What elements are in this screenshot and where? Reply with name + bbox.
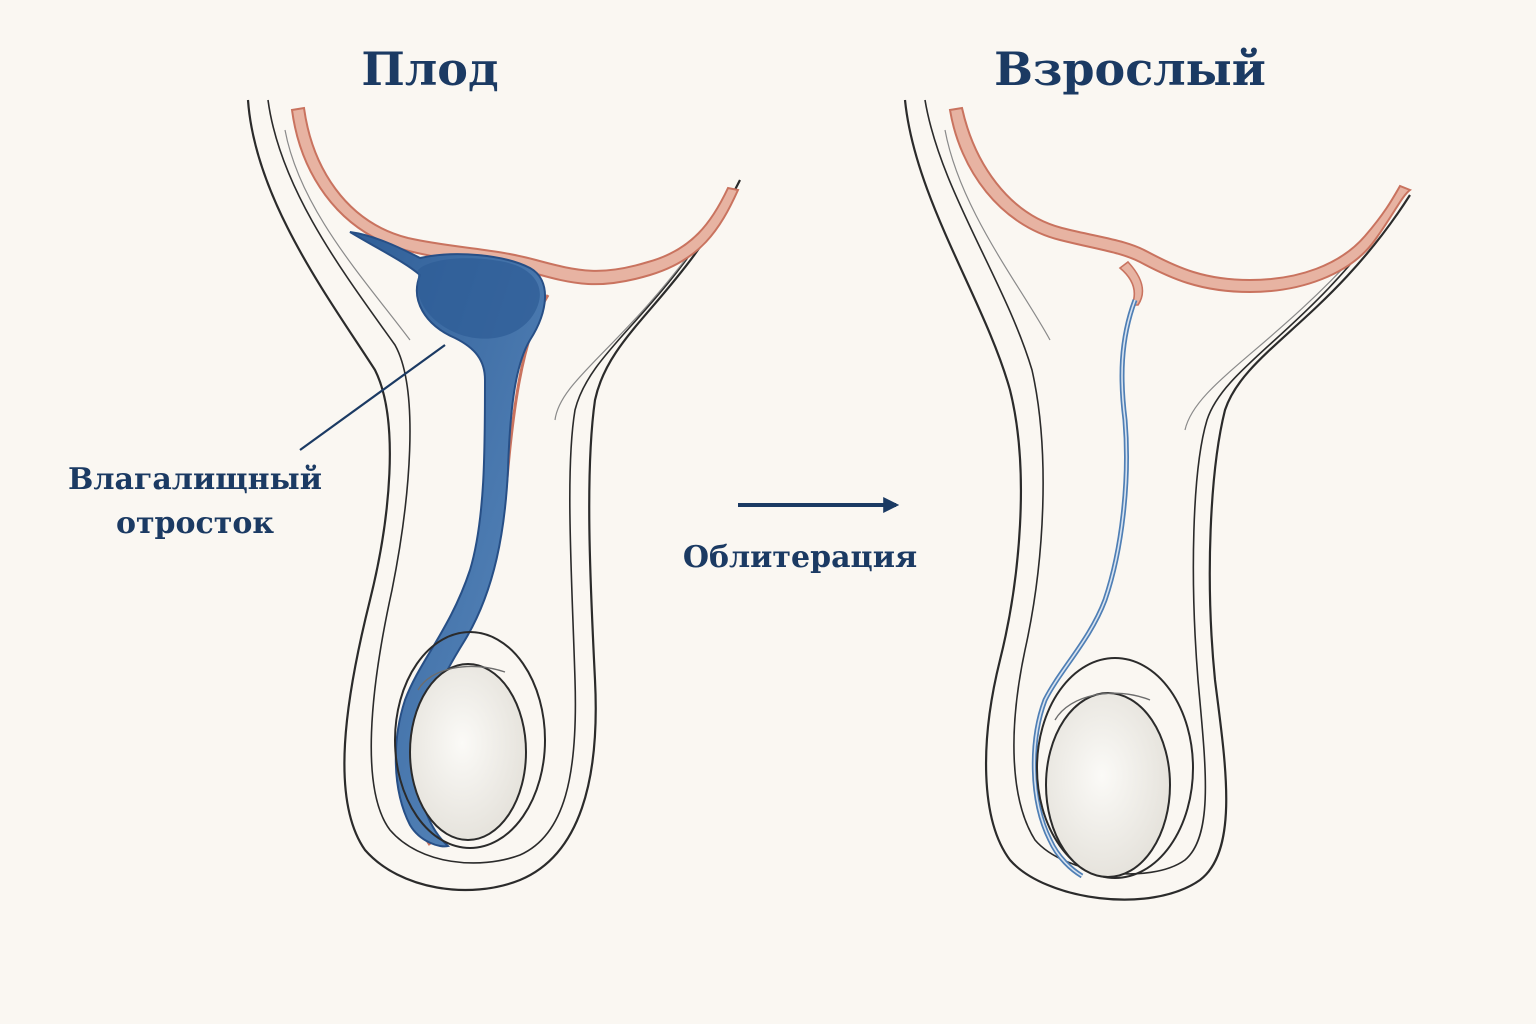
adult-fascia-layer-right xyxy=(1184,249,1361,431)
fetus-peritoneum xyxy=(290,106,740,286)
fetus-outer-skin xyxy=(246,99,741,892)
label-processus-line1: Влагалищный xyxy=(68,462,322,497)
adult-testis xyxy=(1045,692,1171,878)
fetus-tunica-vaginalis xyxy=(394,631,546,849)
fetus-epididymis xyxy=(417,665,506,691)
title-adult: Взрослый xyxy=(994,42,1266,96)
label-processus-line2: отросток xyxy=(115,506,275,541)
fetus-processus-sac xyxy=(418,258,540,339)
adult-diagram xyxy=(903,99,1413,901)
fetus-fascia-layer-right xyxy=(554,239,701,421)
title-fetus: Плод xyxy=(361,42,499,96)
adult-epididymis xyxy=(1054,692,1151,721)
fetus-processus-vaginalis xyxy=(349,231,546,848)
adult-tunica-vaginalis xyxy=(1036,657,1194,879)
adult-peritoneum xyxy=(948,106,1413,294)
fetus-fascia-layer xyxy=(284,129,411,341)
adult-obliterated-cord-core xyxy=(1033,299,1136,877)
processus-leader-line xyxy=(299,344,446,451)
adult-fascia-layer xyxy=(944,129,1051,341)
label-processus-vaginalis: Влагалищный отросток xyxy=(60,458,330,546)
adult-outer-skin xyxy=(903,99,1411,901)
fetus-testis xyxy=(409,663,527,841)
label-obliteration: Облитерация xyxy=(682,540,918,575)
fetus-diagram xyxy=(246,99,741,892)
adult-peritoneal-tag xyxy=(1118,260,1144,306)
fetus-inner-skin xyxy=(267,99,726,864)
